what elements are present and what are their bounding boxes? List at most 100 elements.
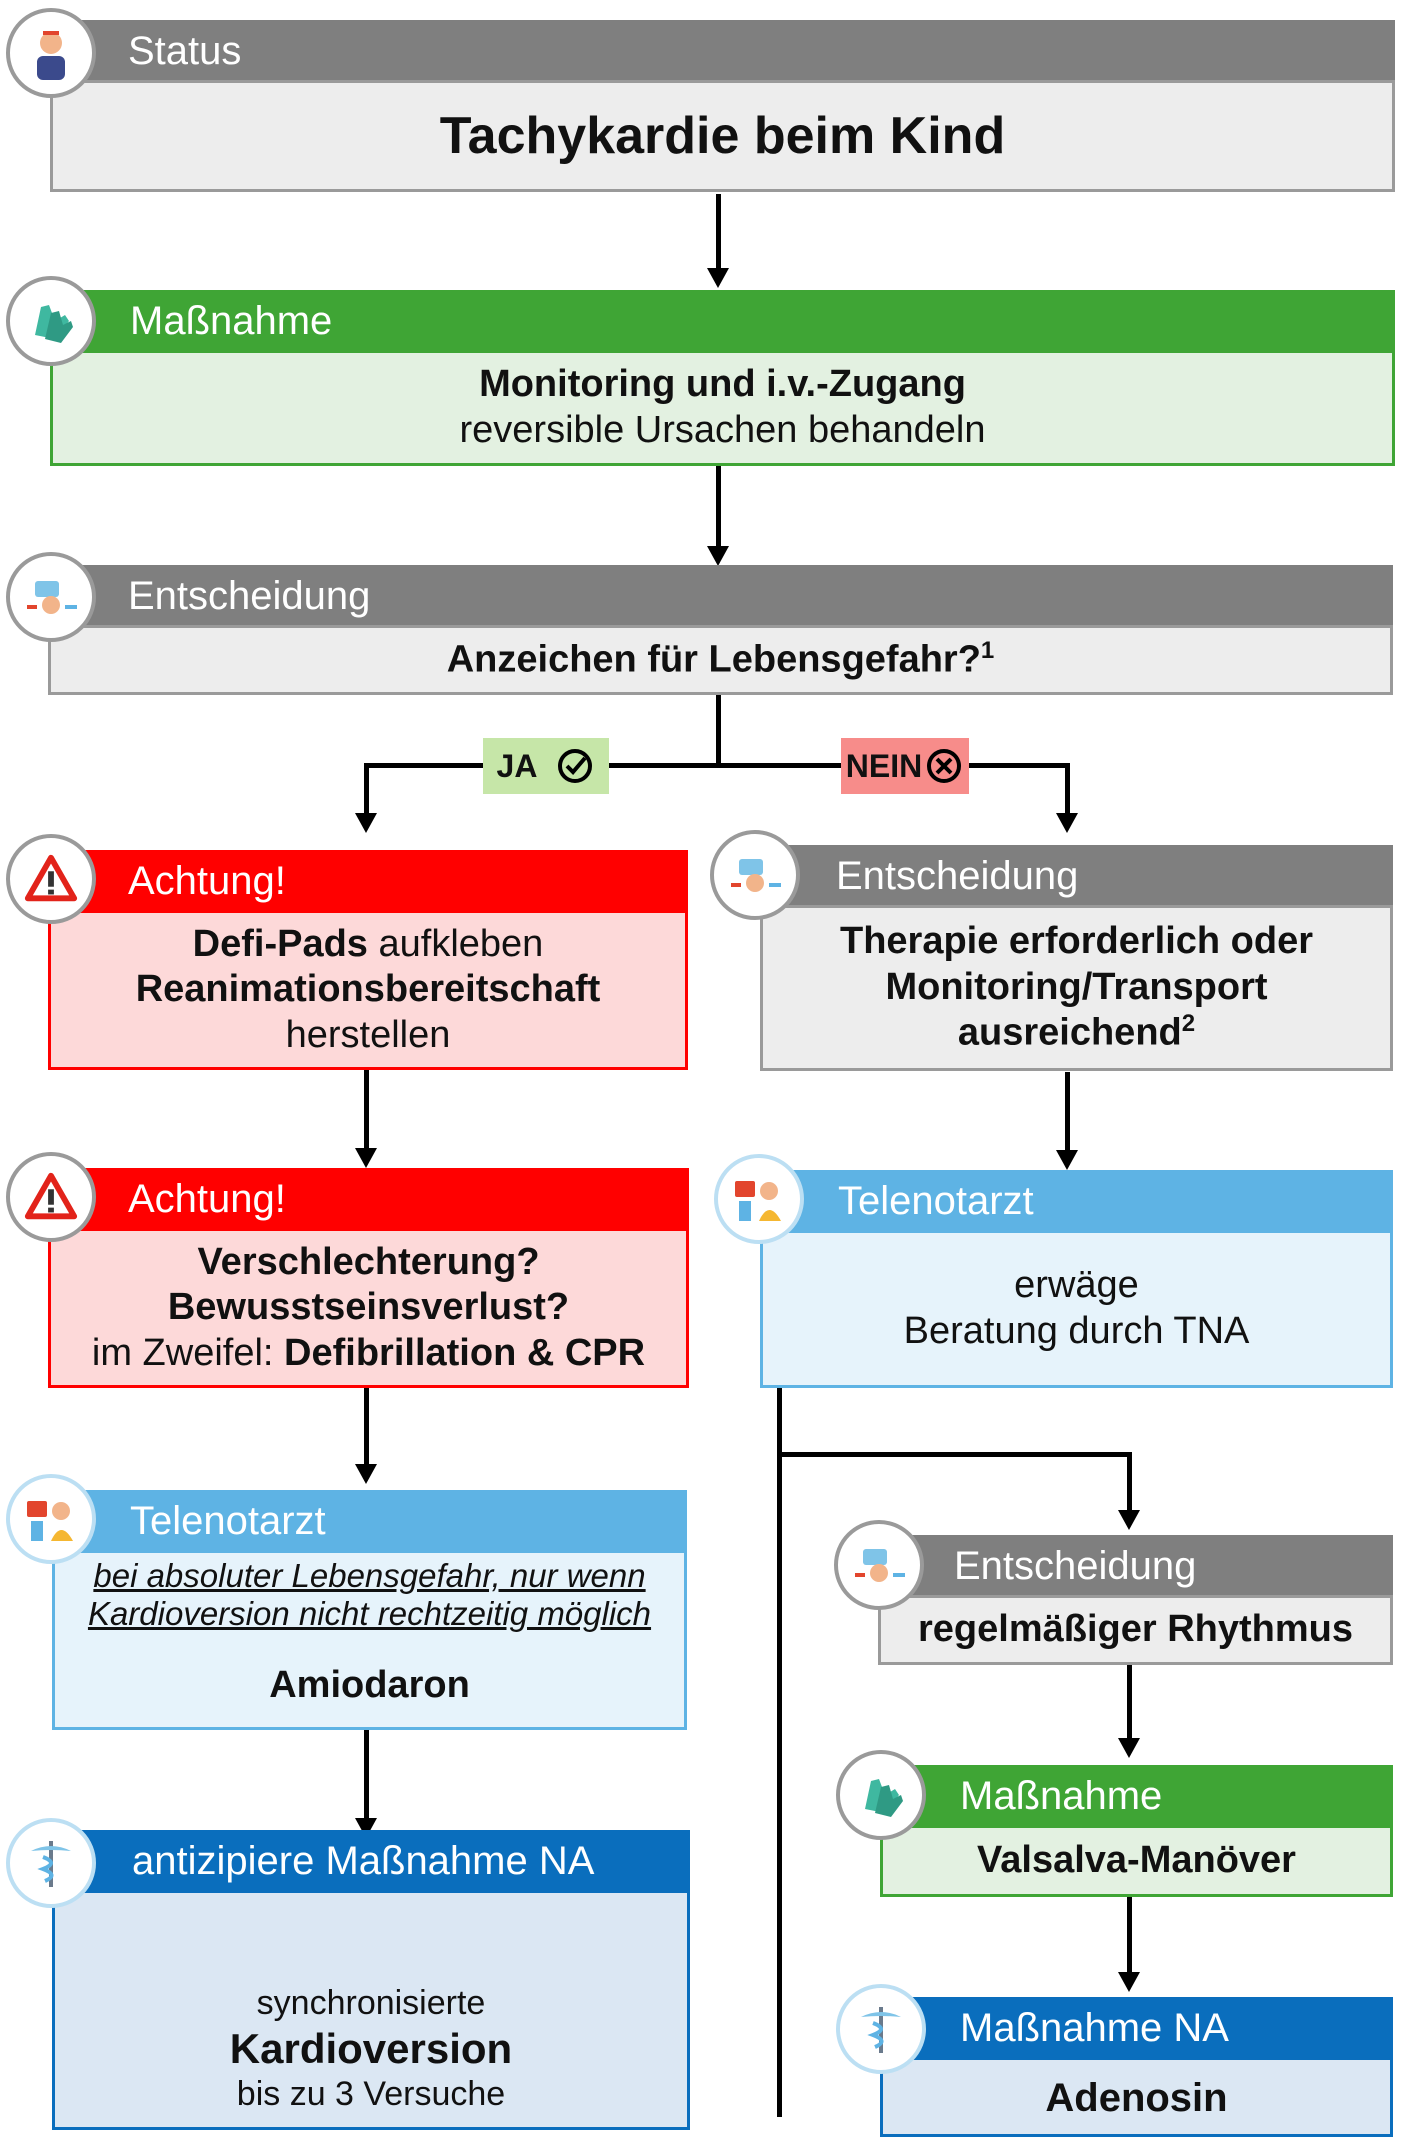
yes-text: JA bbox=[496, 747, 538, 784]
na-header-label-left: antizipiere Maßnahme NA bbox=[132, 1838, 595, 1883]
decision-icon bbox=[6, 552, 96, 642]
decision-header-label-1: Entscheidung bbox=[128, 573, 371, 618]
measure-box-2: Maßnahme Valsalva-Manöver bbox=[880, 1765, 1393, 1897]
connector bbox=[1127, 1660, 1132, 1740]
decision-box-3: Entscheidung regelmäßiger Rhythmus bbox=[878, 1535, 1393, 1665]
telenotarzt-box-left: Telenotarzt bei absoluter Lebensgefahr, … bbox=[52, 1490, 687, 1730]
warning-header-1: Achtung! bbox=[48, 850, 688, 912]
warning-header-2: Achtung! bbox=[48, 1168, 689, 1230]
decision-body-2: Therapie erforderlich oder Monitoring/Tr… bbox=[760, 905, 1393, 1071]
no-text: NEIN bbox=[845, 747, 923, 784]
status-header-label: Status bbox=[128, 28, 242, 73]
arrow-head bbox=[355, 1148, 377, 1168]
warning2-line-1: Verschlechterung? bbox=[197, 1240, 540, 1283]
connector bbox=[716, 194, 721, 270]
connector bbox=[777, 1452, 1132, 1457]
decision-body-1: Anzeichen für Lebensgefahr?1 bbox=[48, 625, 1393, 695]
decision-icon bbox=[710, 830, 800, 920]
arrow-head bbox=[1118, 1510, 1140, 1530]
decision-question-1: Anzeichen für Lebensgefahr? bbox=[446, 638, 981, 681]
decision-header-1: Entscheidung bbox=[48, 565, 1393, 627]
measure-header-2: Maßnahme bbox=[880, 1765, 1393, 1827]
measure-body-1: Monitoring und i.v.-Zugang reversible Ur… bbox=[50, 350, 1395, 466]
arrow-head bbox=[707, 546, 729, 566]
warning1-line-2: Reanimationsbereitschaft bbox=[135, 968, 601, 1011]
na-body-right: Adenosin bbox=[880, 2057, 1393, 2137]
arrow-head bbox=[707, 268, 729, 288]
gloves-icon bbox=[836, 1750, 926, 1840]
status-title: Tachykardie beim Kind bbox=[439, 106, 1006, 165]
measure-box-1: Maßnahme Monitoring und i.v.-Zugang reve… bbox=[50, 290, 1395, 466]
arrow-head bbox=[1056, 813, 1078, 833]
tele-right-line-1: erwäge bbox=[1014, 1264, 1139, 1307]
measure2-text: Valsalva-Manöver bbox=[977, 1839, 1296, 1882]
gloves-icon bbox=[6, 276, 96, 366]
warning1-pads-rest: aufkleben bbox=[367, 922, 544, 965]
connector bbox=[364, 763, 1070, 768]
tele-left-note-2: Kardioversion nicht rechtzeitig möglich bbox=[87, 1594, 652, 1632]
decision-body-3: regelmäßiger Rhythmus bbox=[878, 1595, 1393, 1665]
warning-body-2: Verschlechterung? Bewusstseinsverlust? i… bbox=[48, 1228, 689, 1388]
telenotarzt-header-right: Telenotarzt bbox=[760, 1170, 1393, 1232]
warning-box-1: Achtung! Defi-Pads aufkleben Reanimation… bbox=[48, 850, 688, 1070]
telenotarzt-header-label-left: Telenotarzt bbox=[130, 1498, 326, 1543]
decision-box-1: Entscheidung Anzeichen für Lebensgefahr?… bbox=[48, 565, 1393, 695]
na-left-line-3: bis zu 3 Versuche bbox=[236, 2075, 506, 2114]
warning2-line-2: Bewusstseinsverlust? bbox=[167, 1286, 570, 1329]
doctor-icon bbox=[714, 1154, 804, 1244]
warning2-line-3-bold: Defibrillation & CPR bbox=[284, 1331, 646, 1374]
measure-header-label-1: Maßnahme bbox=[130, 298, 333, 343]
telenotarzt-header-label-right: Telenotarzt bbox=[838, 1178, 1034, 1223]
na-header-right: Maßnahme NA bbox=[880, 1997, 1393, 2059]
na-header-label-right: Maßnahme NA bbox=[960, 2005, 1229, 2050]
warning2-line-3-pre: im Zweifel: bbox=[91, 1331, 285, 1374]
telenotarzt-body-right: erwäge Beratung durch TNA bbox=[760, 1230, 1393, 1388]
check-circle-icon bbox=[558, 749, 593, 783]
arrow-head bbox=[1056, 1150, 1078, 1170]
decision-header-3: Entscheidung bbox=[878, 1535, 1393, 1597]
yes-branch-label: JA bbox=[483, 738, 609, 794]
warning1-pads: Defi-Pads bbox=[192, 922, 368, 965]
caduceus-icon bbox=[6, 1818, 96, 1908]
arrow-head bbox=[1118, 1738, 1140, 1758]
decision-header-2: Entscheidung bbox=[760, 845, 1393, 907]
telenotarzt-body-left: bei absoluter Lebensgefahr, nur wenn Kar… bbox=[52, 1550, 687, 1730]
connector bbox=[777, 1386, 782, 2117]
tele-left-drug: Amiodaron bbox=[269, 1663, 470, 1706]
telenotarzt-box-right: Telenotarzt erwäge Beratung durch TNA bbox=[760, 1170, 1393, 1388]
na-box-right: Maßnahme NA Adenosin bbox=[880, 1997, 1393, 2137]
decision2-line-2: Monitoring/Transport bbox=[885, 965, 1268, 1008]
na-body-left: synchronisierte Kardioversion bis zu 3 V… bbox=[52, 1890, 690, 2130]
na-left-line-1: synchronisierte bbox=[256, 1984, 486, 2022]
status-body: Tachykardie beim Kind bbox=[50, 80, 1395, 192]
arrow-head bbox=[355, 813, 377, 833]
doctor-icon bbox=[6, 1474, 96, 1564]
warning-header-label-2: Achtung! bbox=[128, 1176, 286, 1221]
status-header: Status bbox=[50, 20, 1395, 82]
x-circle-icon bbox=[927, 749, 962, 783]
tele-right-line-2: Beratung durch TNA bbox=[903, 1310, 1250, 1352]
connector bbox=[1065, 763, 1070, 815]
measure-body-2: Valsalva-Manöver bbox=[880, 1825, 1393, 1897]
na-right-text: Adenosin bbox=[1045, 2076, 1228, 2120]
decision-header-label-3: Entscheidung bbox=[954, 1543, 1197, 1588]
warning-header-label-1: Achtung! bbox=[128, 858, 286, 903]
connector bbox=[364, 1380, 369, 1466]
no-branch-label: NEIN bbox=[841, 738, 969, 794]
connector bbox=[364, 1730, 369, 1820]
connector bbox=[1127, 1452, 1132, 1512]
warning-icon bbox=[6, 834, 96, 924]
na-box-left: antizipiere Maßnahme NA synchronisierte … bbox=[52, 1830, 690, 2130]
warning-body-1: Defi-Pads aufkleben Reanimationsbereitsc… bbox=[48, 910, 688, 1070]
decision2-line-3: ausreichend bbox=[957, 1012, 1182, 1055]
decision2-line-1: Therapie erforderlich oder bbox=[839, 920, 1313, 963]
connector bbox=[716, 692, 721, 767]
measure-header-1: Maßnahme bbox=[50, 290, 1395, 352]
person-icon bbox=[6, 8, 96, 98]
arrow-head bbox=[1118, 1972, 1140, 1992]
na-header-left: antizipiere Maßnahme NA bbox=[52, 1830, 690, 1892]
warning-icon bbox=[6, 1152, 96, 1242]
decision-icon bbox=[834, 1520, 924, 1610]
tele-left-note-1: bei absoluter Lebensgefahr, nur wenn bbox=[93, 1557, 646, 1594]
footnote-1: 1 bbox=[980, 636, 995, 664]
